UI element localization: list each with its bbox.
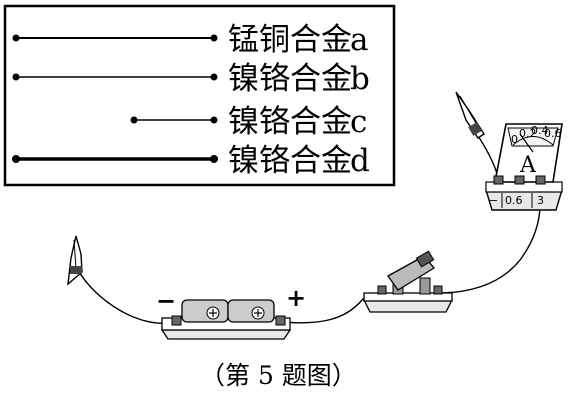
ammeter-terminal-label-3: 3 — [537, 194, 544, 207]
switch-base — [362, 299, 454, 313]
left-clip-grip — [70, 266, 82, 274]
battery-cell-2 — [227, 299, 275, 323]
scale-mark-2: 0.4 — [531, 124, 549, 137]
right-alligator-clip — [455, 91, 485, 139]
wire-c-letter: c — [350, 104, 367, 140]
figure-caption: （第 5 题图） — [200, 361, 357, 390]
knife-switch — [362, 250, 454, 313]
ammeter-terminal-3 — [535, 175, 546, 185]
wire-c-material: 镍铬合金 — [228, 104, 352, 140]
battery-holder: − + — [156, 284, 306, 340]
ammeter-symbol: A — [519, 153, 537, 178]
battery-cell-1 — [181, 299, 229, 323]
battery-neg-terminal — [171, 315, 182, 326]
ammeter-terminal-0-6 — [514, 175, 525, 185]
battery-negative-label: − — [156, 287, 176, 315]
wire-switch-to-ammeter — [442, 204, 541, 294]
wire-d-material: 镍铬合金 — [228, 143, 352, 179]
ammeter-needle — [519, 133, 534, 153]
switch-right-terminal — [433, 285, 443, 295]
wire-b-right-end — [210, 73, 218, 81]
ammeter-terminal-label-neg: − — [489, 194, 498, 207]
left-alligator-clip — [67, 235, 83, 286]
switch-base-top — [363, 292, 453, 302]
right-clip-grip — [468, 122, 482, 136]
wire-a-letter: a — [350, 22, 368, 58]
ammeter-terminal-label-0-6: 0.6 — [505, 194, 523, 207]
wire-b: 镍铬合金 b — [12, 61, 370, 97]
battery-positive-label: + — [286, 284, 306, 312]
wire-d-right-end — [210, 155, 218, 163]
wire-d: 镍铬合金 d — [12, 143, 370, 179]
wire-c-right-end — [210, 116, 218, 124]
scale-mark-0: 0 — [511, 133, 518, 146]
scale-mark-1: 0.2 — [519, 127, 537, 140]
switch-left-terminal — [377, 285, 387, 295]
ammeter-terminal-neg — [493, 175, 504, 185]
wire-c: 镍铬合金 c — [130, 104, 367, 140]
wire-b-letter: b — [350, 61, 370, 97]
battery-base — [160, 329, 292, 340]
wire-a: 锰铜合金 a — [12, 22, 368, 58]
switch-handle — [415, 250, 435, 268]
wire-panel: 锰铜合金 a 镍铬合金 b 镍铬合金 c 镍铬合金 d — [3, 4, 396, 187]
switch-contact — [419, 277, 431, 295]
left-clip-jaw — [73, 239, 77, 269]
wire-d-letter: d — [350, 143, 370, 179]
wire-a-material: 锰铜合金 — [228, 22, 352, 58]
ammeter-scale-arc — [512, 136, 554, 146]
scale-mark-3: 0.6 — [544, 127, 562, 140]
ammeter: 0 0.2 0.4 0.6 A − 0.6 3 — [485, 123, 563, 211]
battery-pos-terminal — [275, 315, 286, 326]
wire-b-material: 镍铬合金 — [228, 61, 352, 97]
wire-panel-frame — [3, 4, 396, 187]
wire-a-right-end — [210, 34, 218, 42]
